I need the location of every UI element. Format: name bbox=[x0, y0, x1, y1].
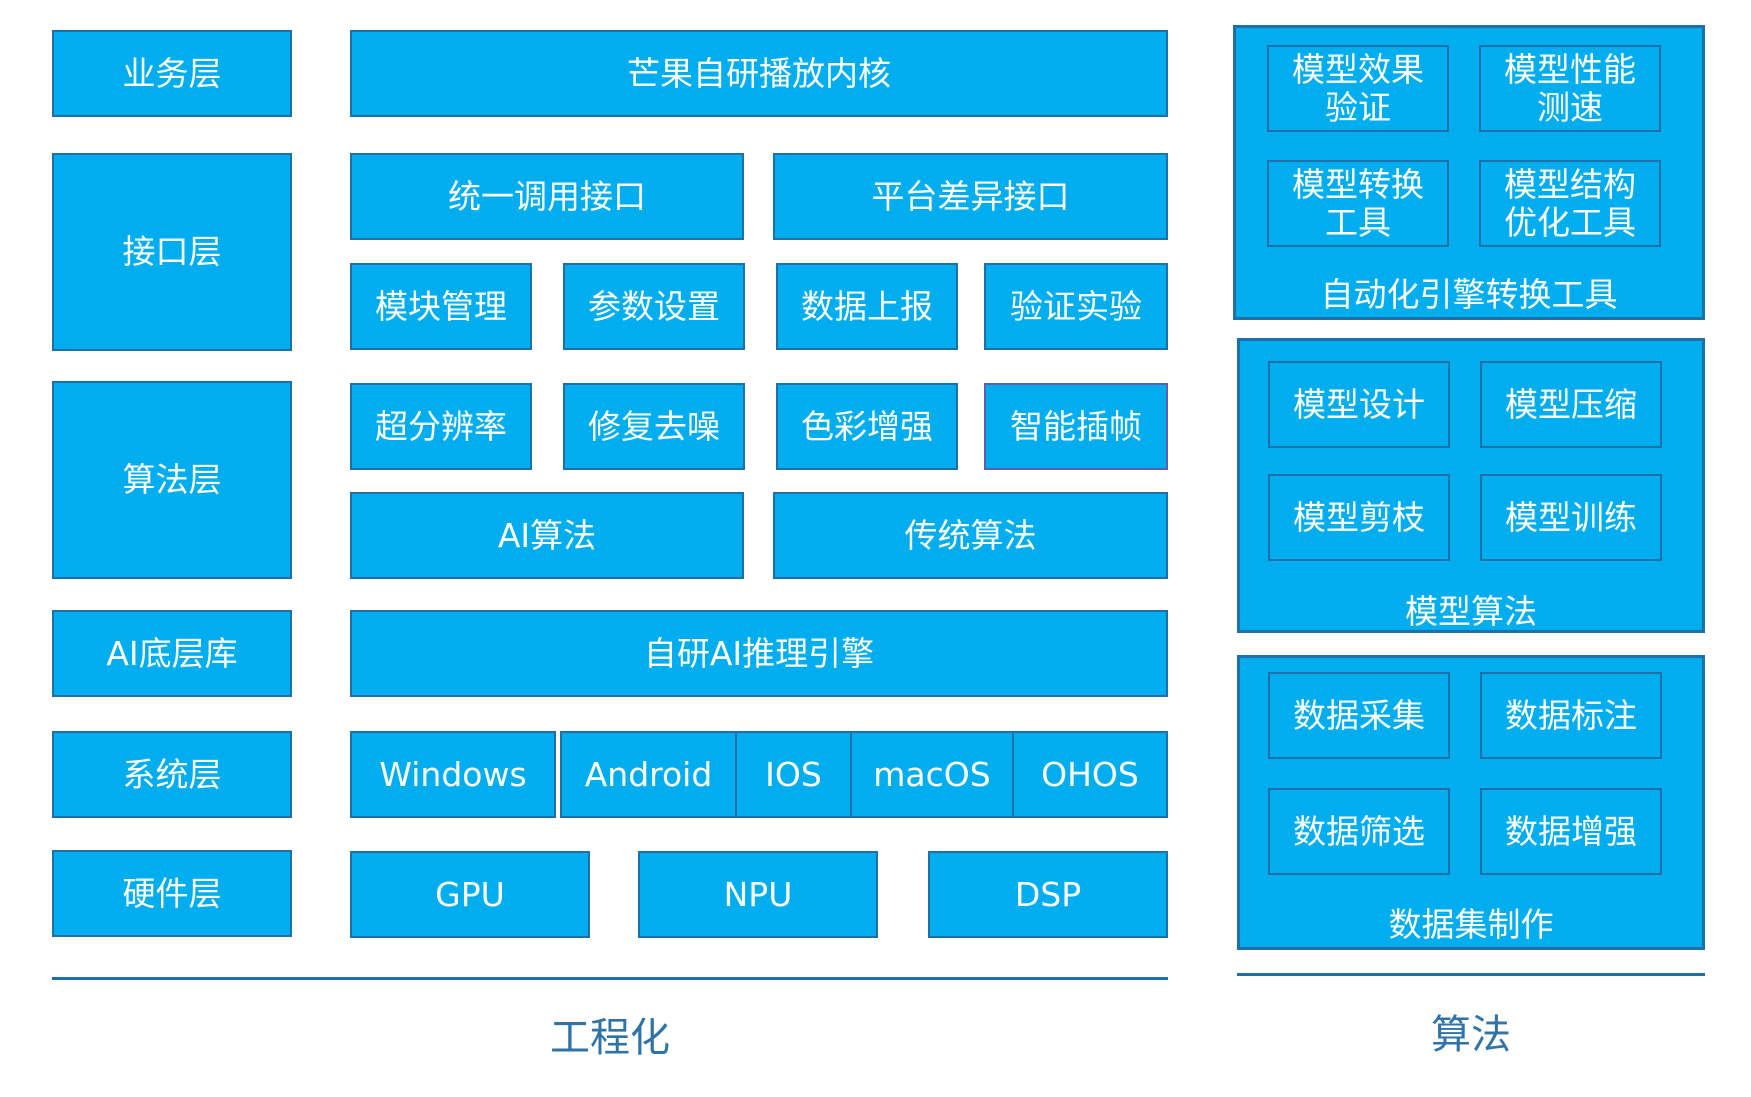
algorithm-divider bbox=[1237, 973, 1705, 976]
data-augment-box: 数据增强 bbox=[1480, 788, 1662, 875]
os-macos-box: macOS bbox=[850, 731, 1014, 818]
os-android-box: Android bbox=[560, 731, 737, 818]
layer-label-interface: 接口层 bbox=[52, 153, 292, 351]
algorithm-footer-label: 算法 bbox=[1431, 1012, 1511, 1058]
model-compress-box: 模型压缩 bbox=[1480, 361, 1662, 448]
model-design-box: 模型设计 bbox=[1268, 361, 1450, 448]
repair-denoise-box: 修复去噪 bbox=[563, 383, 745, 470]
layer-label-ai-lib: AI底层库 bbox=[52, 610, 292, 697]
data-filter-box: 数据筛选 bbox=[1268, 788, 1450, 875]
super-resolution-box: 超分辨率 bbox=[350, 383, 532, 470]
os-ios-box: IOS bbox=[735, 731, 852, 818]
hardware-gpu-box: GPU bbox=[350, 851, 590, 938]
data-report-box: 数据上报 bbox=[776, 263, 958, 350]
dataset-group: 数据采集 数据标注 数据筛选 数据增强 数据集制作 bbox=[1237, 655, 1705, 950]
os-windows-box: Windows bbox=[350, 731, 556, 818]
engineering-footer-label: 工程化 bbox=[550, 1015, 670, 1061]
verify-experiment-box: 验证实验 bbox=[984, 263, 1168, 350]
os-ohos-box: OHOS bbox=[1012, 731, 1168, 818]
frame-interpolation-box: 智能插帧 bbox=[984, 383, 1168, 470]
model-algorithm-title: 模型算法 bbox=[1405, 592, 1537, 631]
layer-label-algorithm: 算法层 bbox=[52, 381, 292, 579]
inference-engine-box: 自研AI推理引擎 bbox=[350, 610, 1168, 697]
dataset-title: 数据集制作 bbox=[1388, 905, 1554, 944]
model-effect-verify-box: 模型效果验证 bbox=[1267, 45, 1449, 132]
data-collect-box: 数据采集 bbox=[1268, 672, 1450, 759]
layer-label-hardware: 硬件层 bbox=[52, 850, 292, 937]
hardware-dsp-box: DSP bbox=[928, 851, 1168, 938]
unified-interface-box: 统一调用接口 bbox=[350, 153, 744, 240]
model-perf-speed-box: 模型性能测速 bbox=[1479, 45, 1661, 132]
model-prune-box: 模型剪枝 bbox=[1268, 474, 1450, 561]
hardware-npu-box: NPU bbox=[638, 851, 878, 938]
automation-tools-group: 模型效果验证 模型性能测速 模型转换工具 模型结构优化工具 自动化引擎转换工具 bbox=[1233, 25, 1705, 320]
layer-label-system: 系统层 bbox=[52, 731, 292, 818]
ai-algorithm-box: AI算法 bbox=[350, 492, 744, 579]
platform-interface-box: 平台差异接口 bbox=[773, 153, 1168, 240]
kernel-box: 芒果自研播放内核 bbox=[350, 30, 1168, 117]
module-management-box: 模块管理 bbox=[350, 263, 532, 350]
color-enhance-box: 色彩增强 bbox=[776, 383, 958, 470]
model-train-box: 模型训练 bbox=[1480, 474, 1662, 561]
data-annotate-box: 数据标注 bbox=[1480, 672, 1662, 759]
parameter-settings-box: 参数设置 bbox=[563, 263, 745, 350]
model-algorithm-group: 模型设计 模型压缩 模型剪枝 模型训练 模型算法 bbox=[1237, 338, 1705, 633]
model-structure-optimize-box: 模型结构优化工具 bbox=[1479, 160, 1661, 247]
layer-label-business: 业务层 bbox=[52, 30, 292, 117]
engineering-divider bbox=[52, 977, 1168, 980]
model-convert-tool-box: 模型转换工具 bbox=[1267, 160, 1449, 247]
automation-tools-title: 自动化引擎转换工具 bbox=[1320, 275, 1618, 314]
traditional-algorithm-box: 传统算法 bbox=[773, 492, 1168, 579]
